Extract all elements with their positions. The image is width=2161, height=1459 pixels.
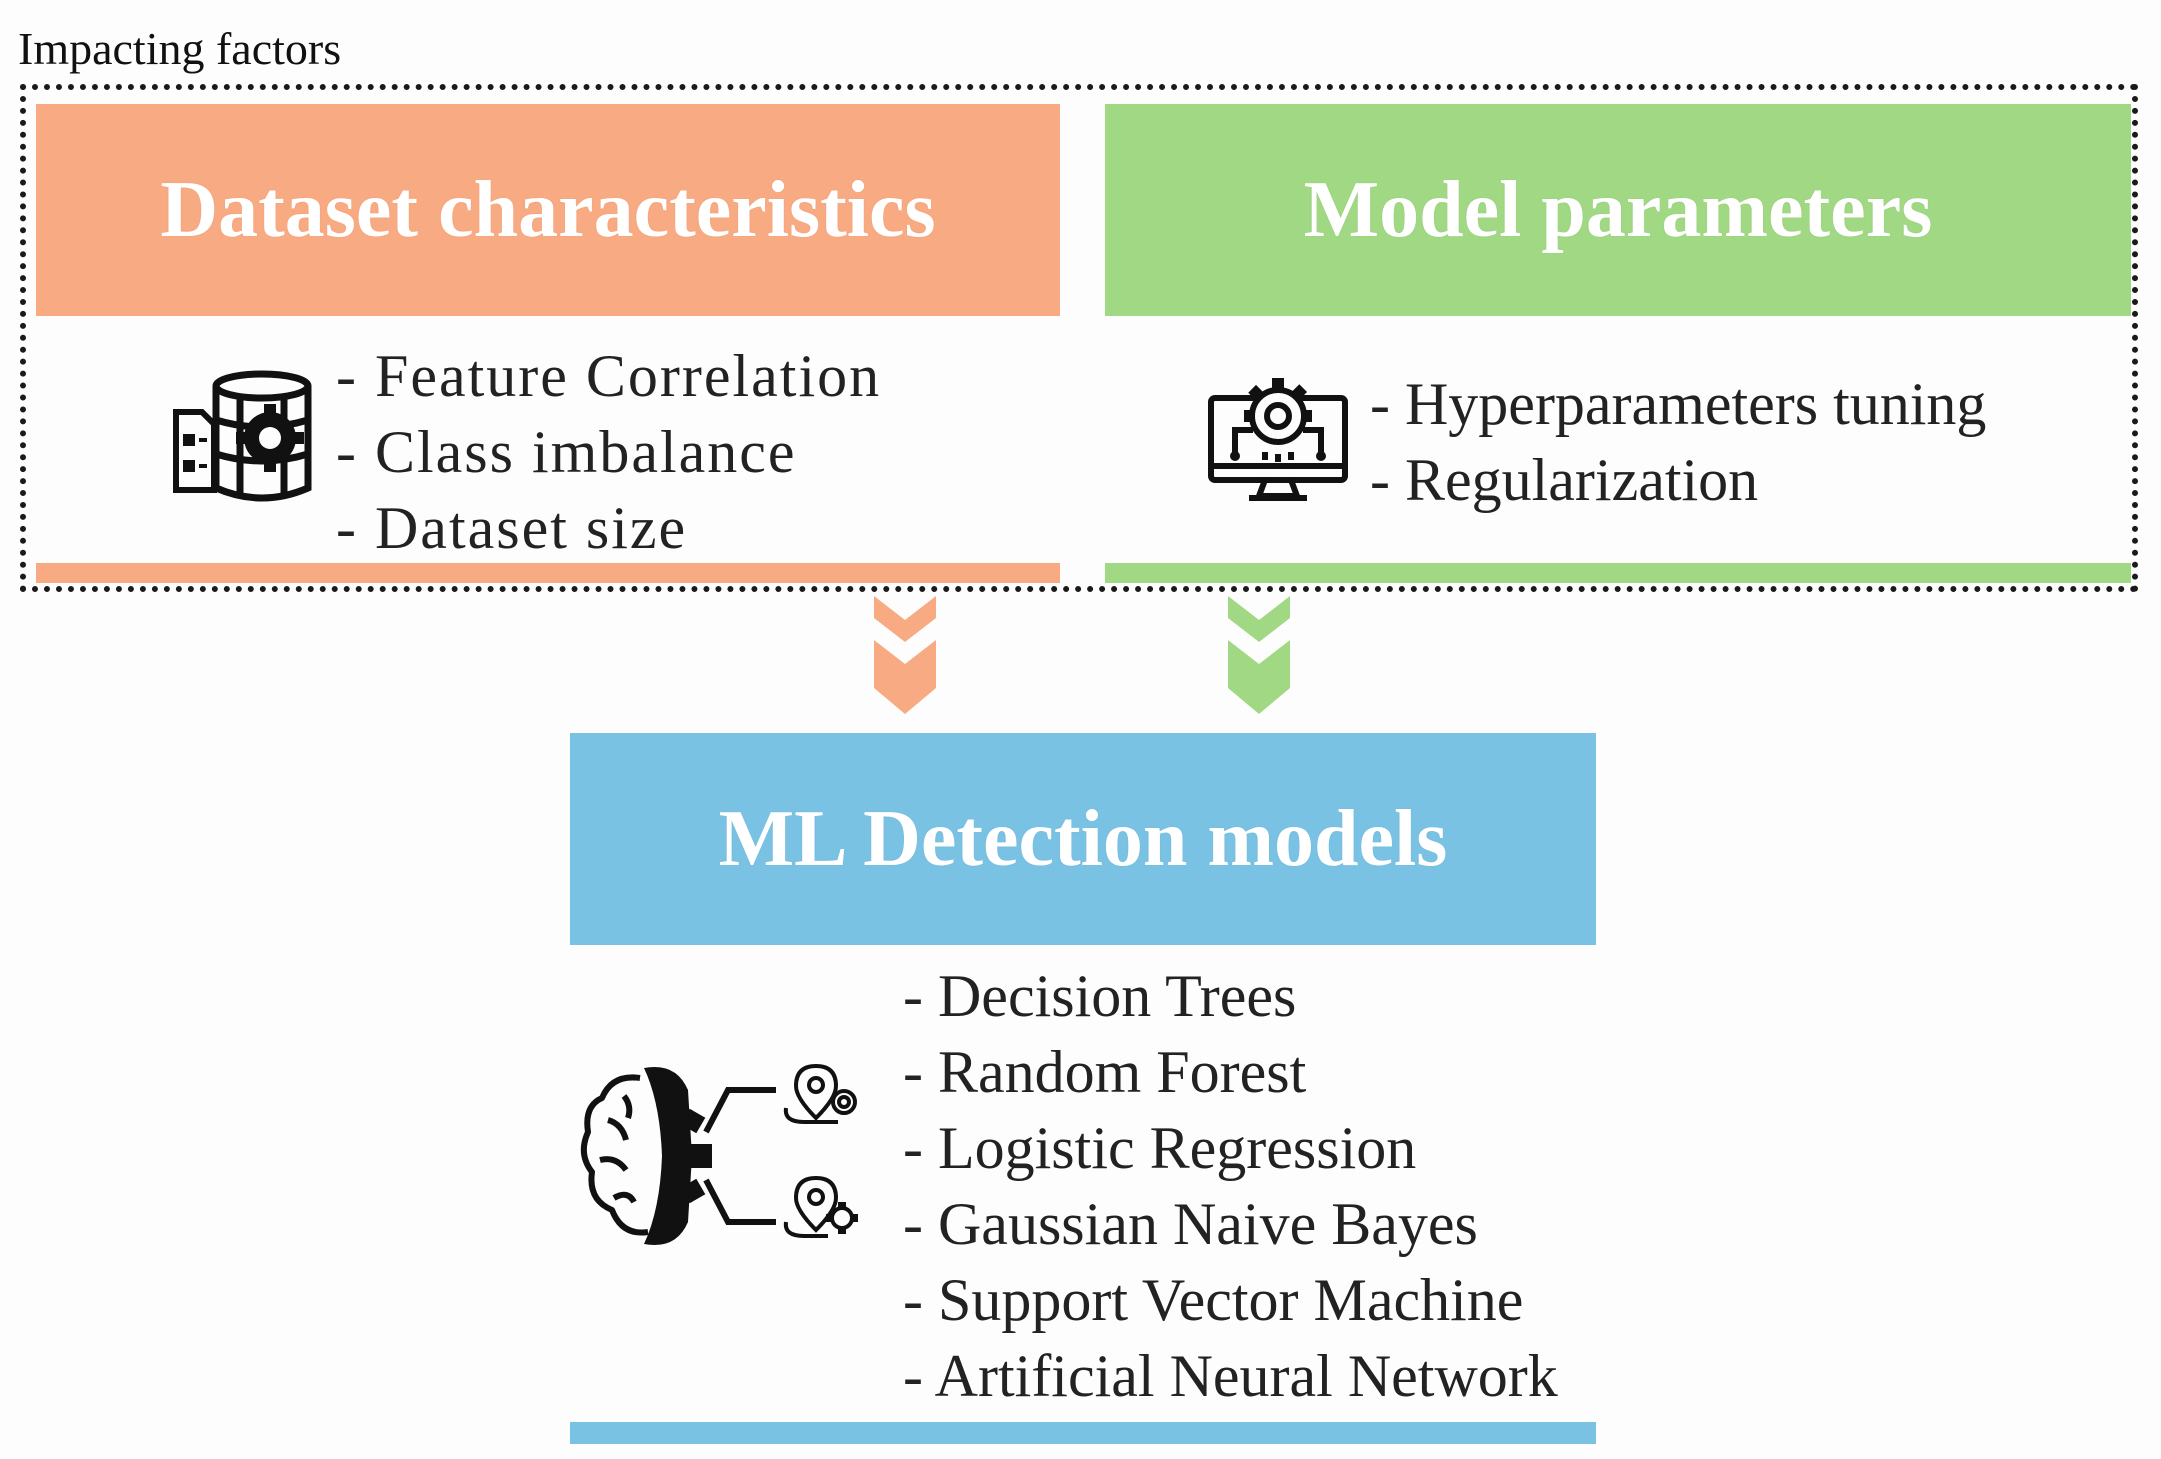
list-item: - Class imbalance (336, 419, 797, 485)
dataset-characteristics-title: Dataset characteristics (160, 165, 936, 254)
list-item: - Hyperparameters tuning (1370, 371, 1987, 437)
green-down-chevrons (1224, 596, 1294, 720)
list-item: - Dataset size (336, 495, 688, 561)
list-item: - Artificial Neural Network (903, 1343, 1558, 1409)
model-parameters-header: Model parameters (1105, 104, 2131, 316)
list-item: - Feature Correlation (336, 343, 882, 409)
ml-detection-models-header: ML Detection models (570, 733, 1596, 945)
orange-down-chevrons (870, 596, 940, 720)
model-parameters-title: Model parameters (1303, 165, 1933, 254)
dataset-panel-footer-bar (36, 563, 1060, 583)
ml-panel-footer-bar (570, 1422, 1596, 1444)
list-item: - Logistic Regression (903, 1115, 1417, 1181)
brain-gear-icon (578, 1060, 888, 1255)
monitor-gear-icon (1205, 368, 1355, 508)
ml-detection-models-title: ML Detection models (718, 794, 1448, 883)
dataset-items-list: - Feature Correlation - Class imbalance … (336, 338, 881, 566)
list-item: - Gaussian Naive Bayes (903, 1191, 1478, 1257)
model-panel-footer-bar (1105, 563, 2131, 583)
list-item: - Regularization (1370, 447, 1759, 513)
list-item: - Support Vector Machine (903, 1267, 1524, 1333)
list-item: - Random Forest (903, 1039, 1307, 1105)
ml-models-list: - Decision Trees - Random Forest - Logis… (903, 958, 1558, 1414)
model-items-list: - Hyperparameters tuning - Regularizatio… (1370, 366, 1986, 518)
impacting-factors-group (20, 84, 2138, 592)
impacting-factors-label: Impacting factors (18, 23, 342, 74)
dataset-characteristics-header: Dataset characteristics (36, 104, 1060, 316)
database-gear-icon (170, 368, 320, 508)
list-item: - Decision Trees (903, 963, 1297, 1029)
